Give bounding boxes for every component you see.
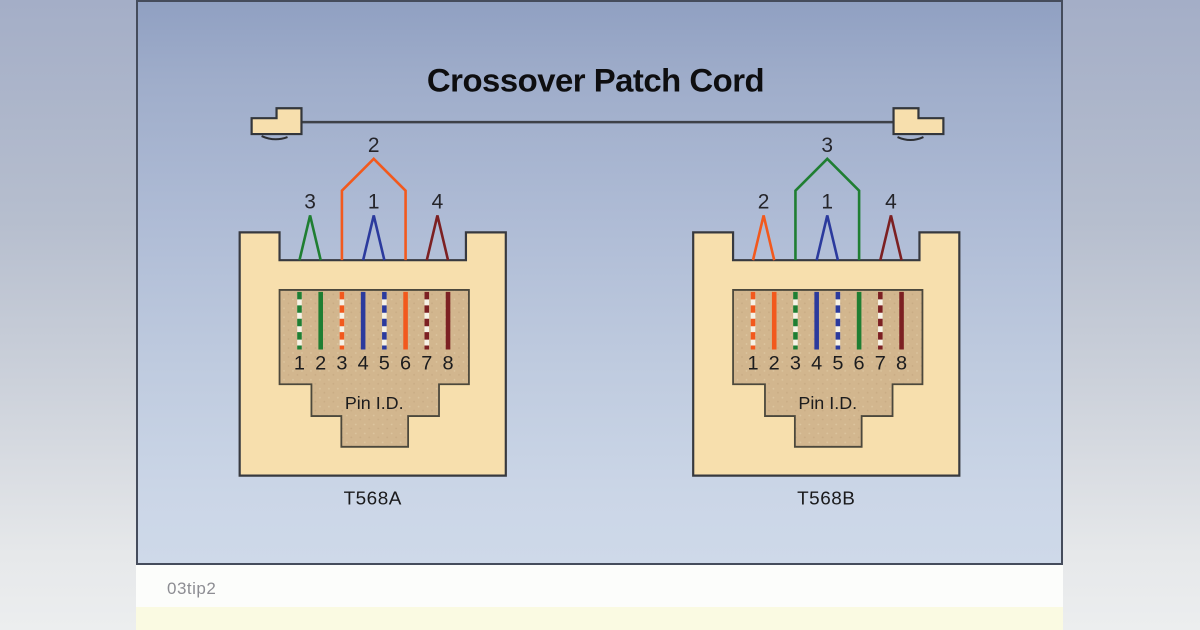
pin-number: 3 <box>790 352 801 374</box>
pair-number: 2 <box>758 191 770 214</box>
pair-number: 4 <box>432 191 444 214</box>
plug-latch <box>261 135 288 141</box>
pin-number: 2 <box>769 352 780 374</box>
caption-text: 03tip2 <box>167 579 217 598</box>
plug-body <box>250 107 303 136</box>
pair-arc-3 <box>298 215 322 261</box>
pair-arc-1 <box>361 215 386 261</box>
pin-number: 6 <box>400 352 411 374</box>
rj45-plug-left-icon <box>250 107 303 141</box>
pair-arc-2 <box>340 157 407 261</box>
rj45-plug-right-icon <box>892 107 945 142</box>
pair-number: 2 <box>368 134 380 157</box>
pair-number: 3 <box>821 134 833 157</box>
pin-number: 7 <box>421 352 432 374</box>
pair-number: 1 <box>821 191 833 214</box>
connector-name: T568B <box>797 488 855 509</box>
patch-cable <box>250 107 945 142</box>
pin-number: 2 <box>315 352 326 374</box>
plug-body <box>892 107 945 136</box>
connector-name: T568A <box>344 488 402 509</box>
pin-number: 1 <box>294 352 305 374</box>
pair-arc-4 <box>879 215 903 261</box>
footer-strip <box>136 607 1063 630</box>
pin-number: 6 <box>854 352 865 374</box>
connector-recess <box>278 289 470 448</box>
pin-number: 5 <box>379 352 390 374</box>
pair-arc-1 <box>815 215 840 261</box>
plug-latch <box>897 136 924 142</box>
pin-number: 8 <box>896 352 907 374</box>
pin-id-label: Pin I.D. <box>345 393 404 413</box>
pin-number: 8 <box>442 352 453 374</box>
pair-arc-2 <box>751 215 776 261</box>
pin-number: 4 <box>358 352 369 374</box>
pin-number: 7 <box>875 352 886 374</box>
pin-id-label: Pin I.D. <box>798 393 857 413</box>
pair-arc-3 <box>794 157 861 261</box>
pair-number: 1 <box>368 191 380 214</box>
connector-recess <box>732 289 924 448</box>
pair-number: 3 <box>304 191 316 214</box>
caption-bar: 03tip2 <box>136 565 1063 607</box>
diagram-title: Crossover Patch Cord <box>427 61 764 98</box>
pin-number: 4 <box>811 352 822 374</box>
pin-number: 5 <box>832 352 843 374</box>
pin-number: 1 <box>747 352 758 374</box>
pair-number: 4 <box>885 191 897 214</box>
pin-number: 3 <box>336 352 347 374</box>
pair-arc-4 <box>425 215 450 261</box>
